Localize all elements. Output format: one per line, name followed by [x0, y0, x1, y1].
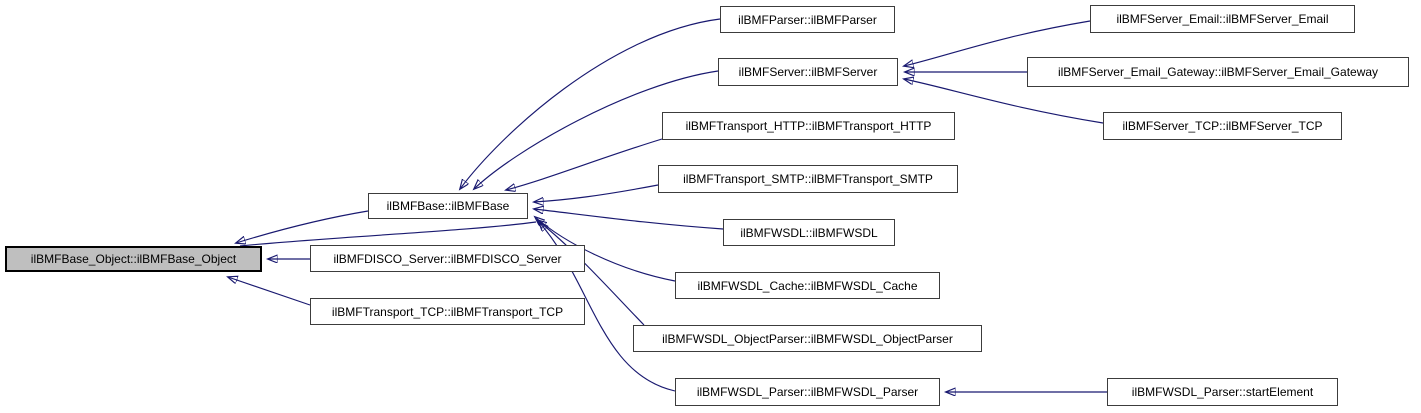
- edge-base-to-baseobject-spline: [239, 221, 537, 247]
- edge-transporthttp-to-base: [506, 138, 663, 190]
- edge-parser-to-base: [460, 18, 721, 189]
- node-ilbmfserver-tcp[interactable]: ilBMFServer_TCP::ilBMFServer_TCP: [1103, 112, 1342, 140]
- node-ilbmfbase[interactable]: ilBMFBase::ilBMFBase: [368, 193, 528, 219]
- node-ilbmfserver[interactable]: ilBMFServer::ilBMFServer: [718, 58, 898, 86]
- node-ilbmftransport-smtp[interactable]: ilBMFTransport_SMTP::ilBMFTransport_SMTP: [658, 165, 958, 193]
- edge-base-to-baseobject: [236, 210, 369, 243]
- node-ilbmfdisco-server[interactable]: ilBMFDISCO_Server::ilBMFDISCO_Server: [310, 245, 585, 272]
- edge-wsdlobjectparser-to-base: [537, 220, 645, 326]
- node-ilbmfwsdl-objectparser[interactable]: ilBMFWSDL_ObjectParser::ilBMFWSDL_Object…: [633, 325, 982, 352]
- edge-servertcp-to-server: [904, 79, 1104, 124]
- edge-serveremail-to-server: [904, 20, 1091, 66]
- node-ilbmfserver-email-gateway[interactable]: ilBMFServer_Email_Gateway::ilBMFServer_E…: [1027, 57, 1409, 87]
- node-ilbmfwsdl[interactable]: ilBMFWSDL::ilBMFWSDL: [723, 219, 895, 246]
- node-ilbmfwsdl-parser-startelement[interactable]: ilBMFWSDL_Parser::startElement: [1107, 378, 1338, 406]
- edge-wsdl-to-base: [534, 209, 724, 230]
- node-ilbmftransport-tcp[interactable]: ilBMFTransport_TCP::ilBMFTransport_TCP: [310, 298, 585, 325]
- node-ilbmfparser[interactable]: ilBMFParser::ilBMFParser: [720, 6, 895, 33]
- edge-transportsmtp-to-base: [534, 184, 659, 202]
- edge-transporttcp-to-baseobject: [228, 277, 311, 306]
- node-ilbmftransport-http[interactable]: ilBMFTransport_HTTP::ilBMFTransport_HTTP: [662, 112, 955, 140]
- node-ilbmfwsdl-cache[interactable]: ilBMFWSDL_Cache::ilBMFWSDL_Cache: [675, 272, 940, 299]
- node-ilbmfserver-email[interactable]: ilBMFServer_Email::ilBMFServer_Email: [1090, 5, 1355, 33]
- edge-server-to-base: [474, 70, 719, 189]
- node-ilbmfwsdl-parser[interactable]: ilBMFWSDL_Parser::ilBMFWSDL_Parser: [675, 378, 940, 406]
- node-ilbmfbase-object: ilBMFBase_Object::ilBMFBase_Object: [5, 246, 262, 272]
